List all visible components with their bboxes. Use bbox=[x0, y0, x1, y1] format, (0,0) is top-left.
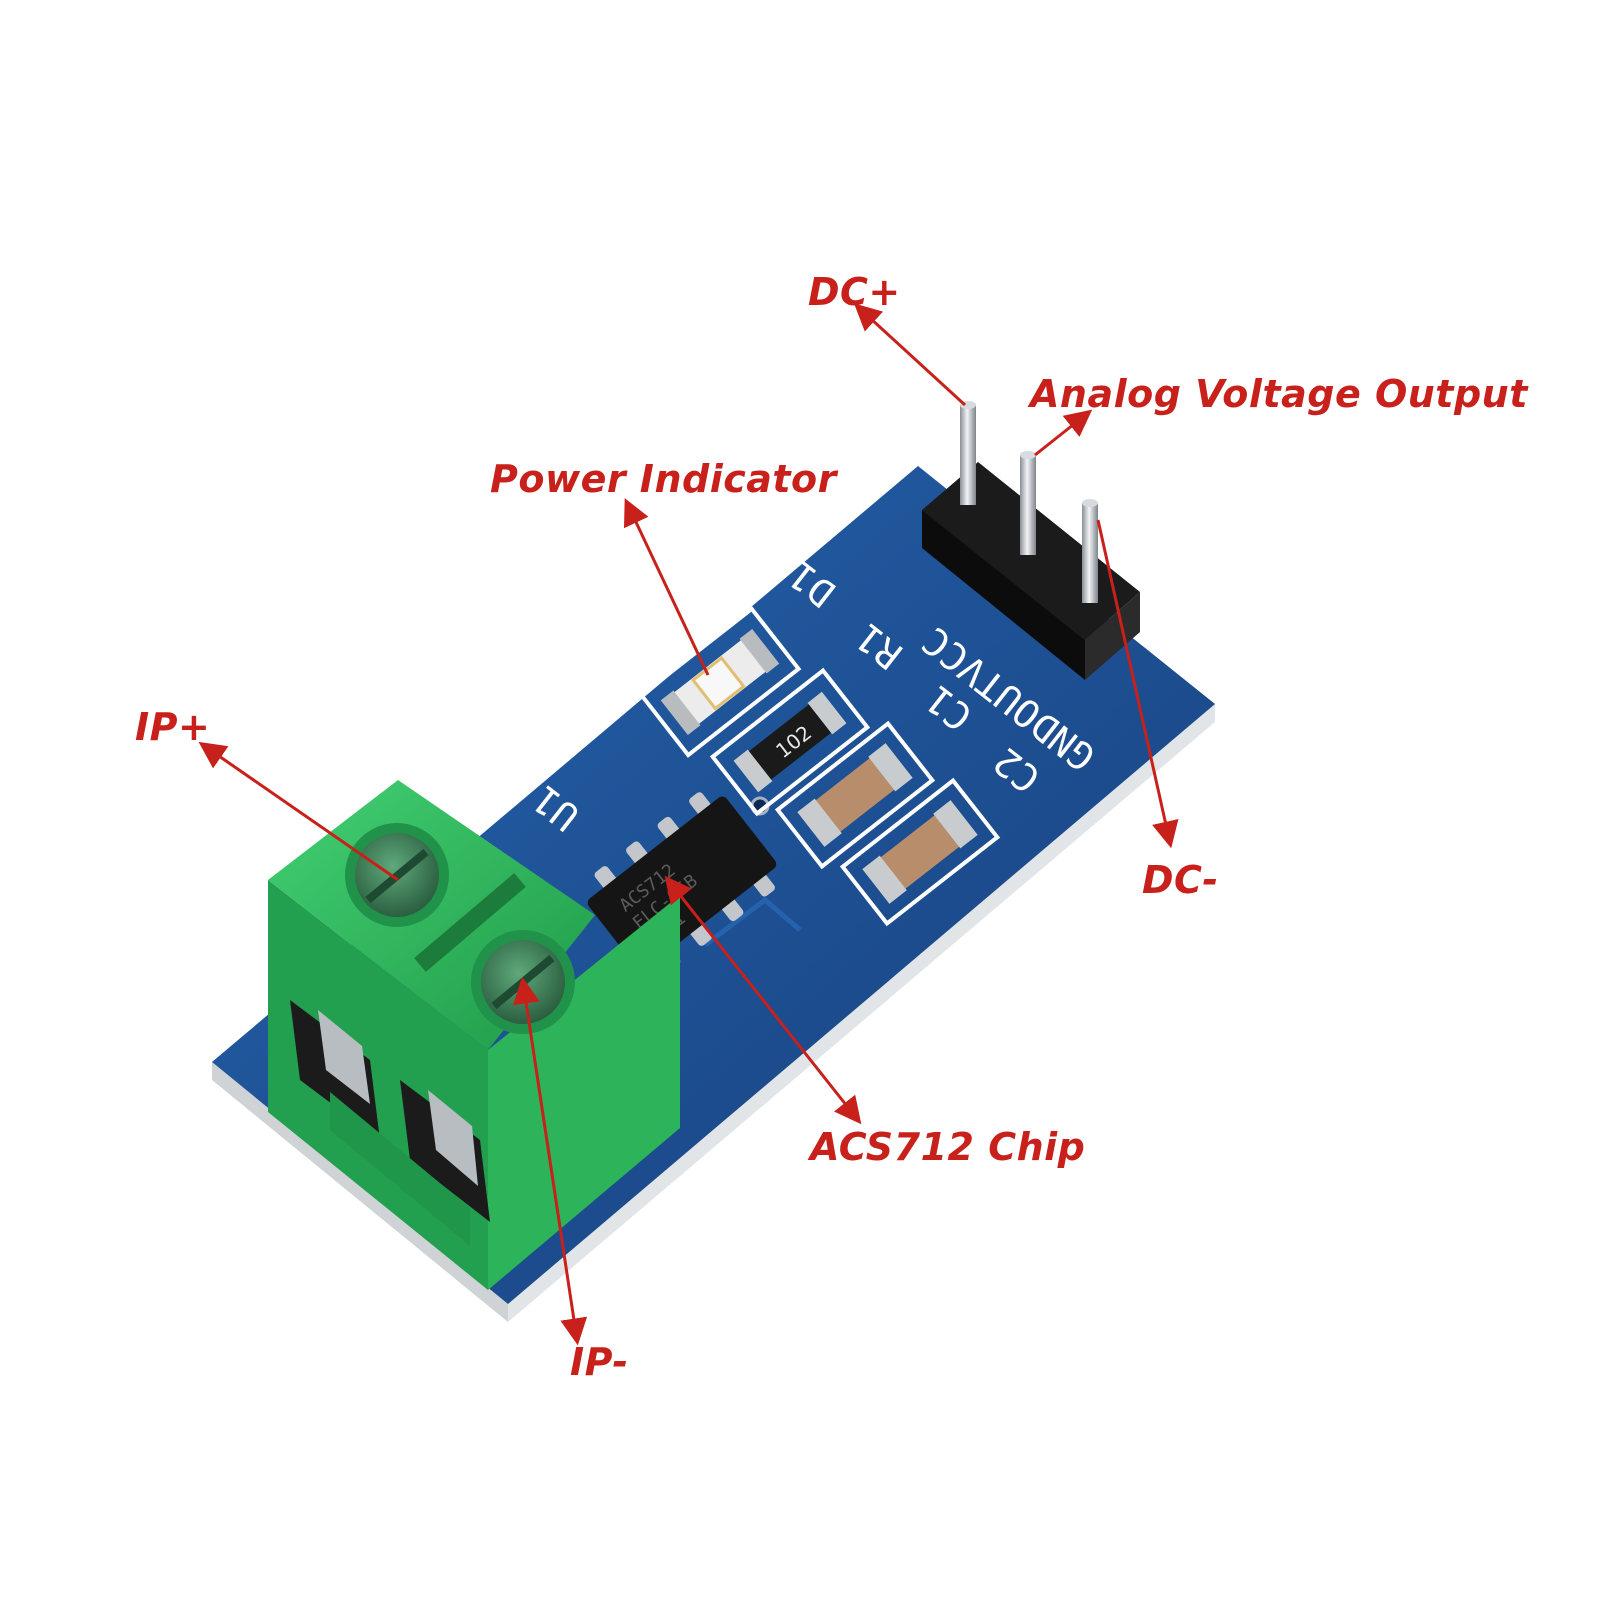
arrow-ip-minus bbox=[512, 976, 588, 1346]
label-acs712-chip: ACS712 Chip bbox=[807, 1125, 1085, 1169]
pin-header-body-front bbox=[1085, 592, 1140, 680]
callout-labels: DC+ Analog Voltage Output Power Indicato… bbox=[135, 270, 1529, 1384]
label-ip-minus: IP- bbox=[570, 1340, 629, 1384]
led-d1 bbox=[638, 606, 802, 758]
label-dc-minus: DC- bbox=[1142, 858, 1219, 902]
capacitor-c2 bbox=[839, 777, 1001, 927]
arrow-acs712-chip bbox=[664, 875, 862, 1125]
callout-arrows bbox=[198, 303, 1179, 1346]
terminal-base-lip bbox=[330, 1092, 470, 1246]
arrow-dc-plus bbox=[854, 303, 967, 407]
terminal-groove bbox=[414, 873, 526, 972]
label-power-indicator: Power Indicator bbox=[490, 457, 839, 501]
pin-gnd bbox=[1082, 499, 1098, 603]
label-ip-plus: IP+ bbox=[135, 705, 210, 749]
screw-ip-plus bbox=[345, 823, 449, 927]
label-analog-output: Analog Voltage Output bbox=[1027, 372, 1529, 416]
pin-header bbox=[922, 401, 1140, 680]
wire-opening-1 bbox=[290, 1000, 380, 1140]
pin-out bbox=[1020, 451, 1036, 555]
arrow-ip-plus bbox=[198, 741, 399, 882]
pcb-edge-side bbox=[508, 704, 1215, 1322]
arrow-dc-minus bbox=[1096, 519, 1179, 849]
arrow-analog-output bbox=[1034, 409, 1093, 457]
label-dc-plus: DC+ bbox=[808, 270, 901, 314]
arrow-power-indicator bbox=[623, 498, 710, 676]
capacitor-c1 bbox=[774, 720, 936, 870]
pin-vcc bbox=[960, 401, 976, 505]
wire-opening-2 bbox=[400, 1080, 490, 1222]
pcb-edge bbox=[212, 1062, 508, 1322]
pin-header-body-side bbox=[922, 510, 1085, 680]
